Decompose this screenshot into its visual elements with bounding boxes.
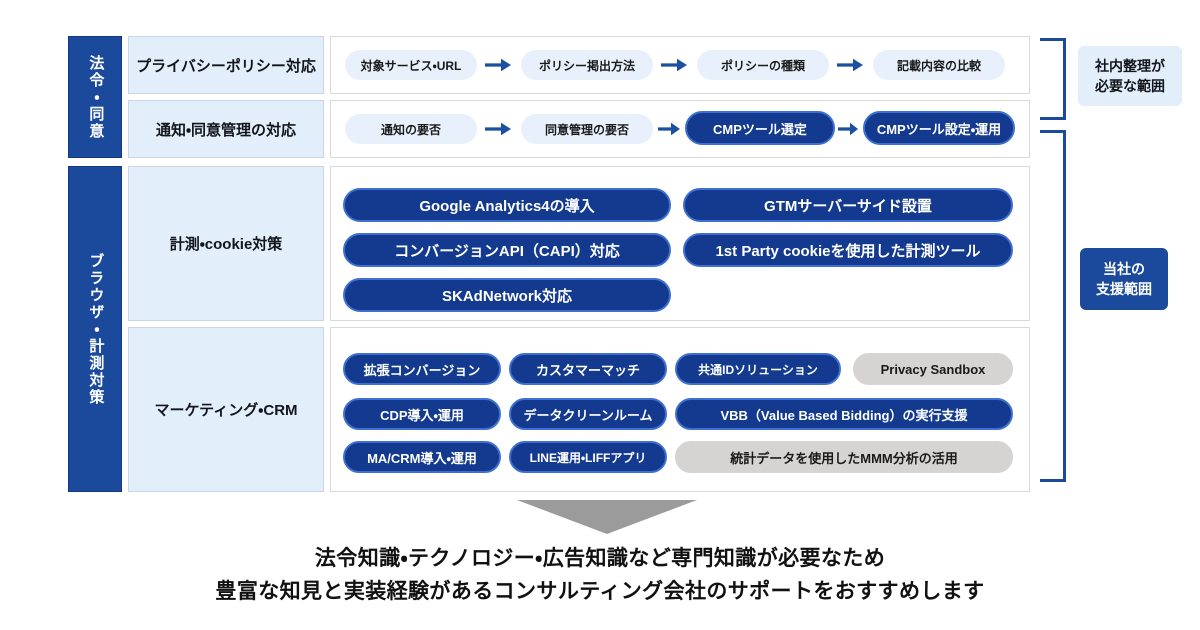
scope-label-internal-line2: 必要な範囲 xyxy=(1095,78,1165,94)
bracket-support-scope xyxy=(1040,130,1066,482)
scope-label-support-line1: 当社の xyxy=(1103,260,1145,277)
capability-pill[interactable]: CDP導入・運用 xyxy=(343,398,501,430)
capability-pill[interactable]: データクリーンルーム xyxy=(509,398,667,430)
caption-line-1: 法令知識・テクノロジー・広告知識など専門知識が必要なため xyxy=(314,547,886,570)
bottom-caption: 法令知識・テクノロジー・広告知識など専門知識が必要なため 豊富な知見と実装経験が… xyxy=(0,543,1200,608)
scope-label-internal-line1: 社内整理が xyxy=(1095,57,1165,74)
flow-pill[interactable]: CMPツール設定・運用 xyxy=(863,111,1015,145)
capability-pill[interactable]: SKAdNetwork対応 xyxy=(343,278,671,312)
content-panel-marketing-crm: 拡張コンバージョン カスタマーマッチ 共通IDソリューション Privacy S… xyxy=(330,327,1030,492)
subcategory-consent-management: 通知・同意管理の対応 xyxy=(128,100,324,158)
subcategory-measurement-cookie: 計測・cookie対策 xyxy=(128,166,324,321)
flow-pill[interactable]: 対象サービス・URL xyxy=(345,50,477,80)
capability-pill[interactable]: 拡張コンバージョン xyxy=(343,353,501,385)
capability-pill[interactable]: 統計データを使用したMMM分析の活用 xyxy=(675,441,1013,473)
scope-label-support: 当社の 支援範囲 xyxy=(1080,248,1168,310)
capability-pill[interactable]: LINE運用・LIFFアプリ xyxy=(509,441,667,473)
flow-panel-privacy-policy: 対象サービス・URL ポリシー掲出方法 ポリシーの種類 記載内容の比較 xyxy=(330,36,1030,94)
capability-pill[interactable]: VBB（Value Based Bidding）の実行支援 xyxy=(675,398,1013,430)
arrow-right-icon xyxy=(835,57,867,73)
arrow-right-icon xyxy=(657,121,683,137)
flow-pill[interactable]: ポリシー掲出方法 xyxy=(521,50,653,80)
capability-pill[interactable]: 1st Party cookieを使用した計測ツール xyxy=(683,233,1013,267)
bracket-internal-scope xyxy=(1040,38,1066,120)
flow-pill[interactable]: CMPツール選定 xyxy=(685,111,835,145)
category-bar-legal: 法令・同意 xyxy=(68,36,122,158)
arrow-right-icon xyxy=(659,57,691,73)
capability-pill[interactable]: カスタマーマッチ xyxy=(509,353,667,385)
arrow-right-icon xyxy=(483,121,515,137)
flow-pill[interactable]: 同意管理の要否 xyxy=(521,114,653,144)
flow-pill[interactable]: 通知の要否 xyxy=(345,114,477,144)
content-panel-measurement-cookie: Google Analytics4の導入 GTMサーバーサイド設置 コンバージョ… xyxy=(330,166,1030,321)
capability-pill[interactable]: Privacy Sandbox xyxy=(853,353,1013,385)
caption-line-2: 豊富な知見と実装経験があるコンサルティング会社のサポートをおすすめします xyxy=(215,579,985,603)
arrow-right-icon xyxy=(483,57,515,73)
subcategory-privacy-policy: プライバシーポリシー対応 xyxy=(128,36,324,94)
capability-pill[interactable]: Google Analytics4の導入 xyxy=(343,188,671,222)
capability-pill[interactable]: 共通IDソリューション xyxy=(675,353,841,385)
capability-pill[interactable]: MA/CRM導入・運用 xyxy=(343,441,501,473)
flow-panel-consent-management: 通知の要否 同意管理の要否 CMPツール選定 CMPツール設定・運用 xyxy=(330,100,1030,158)
category-bar-browser-measurement: ブラウザ・計測対策 xyxy=(68,166,122,492)
flow-pill[interactable]: 記載内容の比較 xyxy=(873,50,1005,80)
flow-pill[interactable]: ポリシーの種類 xyxy=(697,50,829,80)
subcategory-marketing-crm: マーケティング・CRM xyxy=(128,327,324,492)
arrow-right-icon xyxy=(837,121,861,137)
scope-label-internal: 社内整理が 必要な範囲 xyxy=(1078,46,1182,106)
scope-label-support-line2: 支援範囲 xyxy=(1096,281,1152,297)
capability-pill[interactable]: GTMサーバーサイド設置 xyxy=(683,188,1013,222)
down-arrow-icon xyxy=(517,500,697,534)
capability-pill[interactable]: コンバージョンAPI（CAPI）対応 xyxy=(343,233,671,267)
